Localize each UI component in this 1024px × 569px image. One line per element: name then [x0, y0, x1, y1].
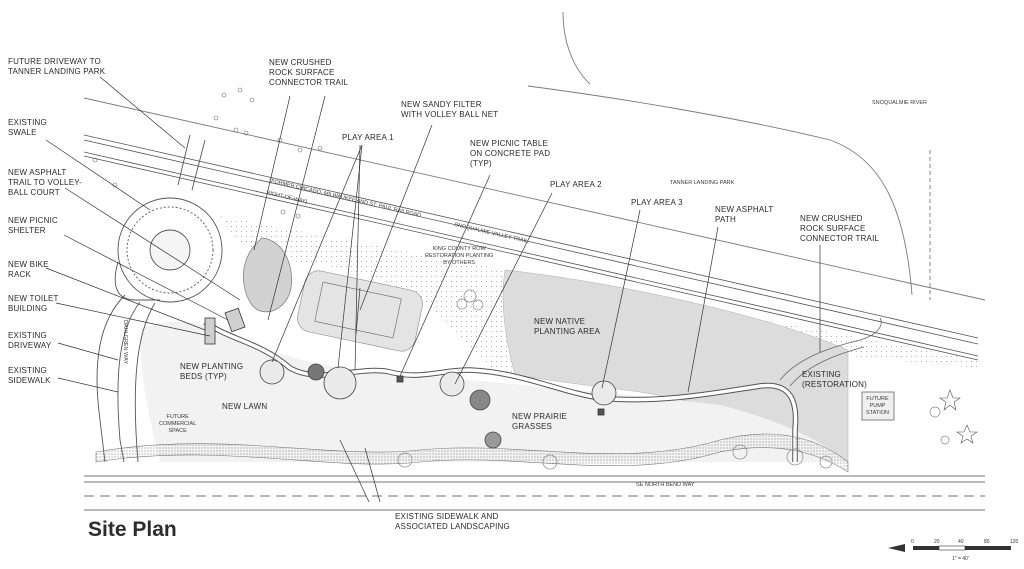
label-existing-sidewalk: EXISTING SIDEWALK — [8, 366, 51, 385]
lawn-area — [140, 321, 848, 462]
restoration-path — [779, 317, 882, 387]
label-native-planting: NEW NATIVE PLANTING AREA — [534, 317, 601, 336]
scale-tick-0: 0 — [911, 539, 914, 545]
star-markers — [939, 389, 978, 444]
text-snoqualmie-river: SNOQUALMIE RIVER — [872, 100, 928, 106]
scattered-trees — [92, 87, 323, 219]
trees — [397, 289, 950, 470]
label-new-lawn: NEW LAWN — [222, 402, 268, 411]
scale-ratio: 1" = 40' — [952, 556, 969, 562]
label-sandy-filter: NEW SANDY FILTER WITH VOLLEY BALL NET — [401, 100, 499, 119]
label-existing-driveway: EXISTING DRIVEWAY — [8, 331, 52, 350]
label-play-area-1: PLAY AREA 1 — [342, 133, 394, 142]
text-street: SE NORTH BEND WAY — [636, 482, 695, 488]
roundabout — [96, 134, 223, 463]
buildings — [204, 307, 895, 421]
text-future-commercial: FUTURE COMMERCIAL SPACE — [159, 414, 197, 434]
page-title: Site Plan — [88, 518, 177, 541]
label-prairie-grasses: NEW PRAIRIE GRASSES — [512, 412, 568, 431]
river-lines — [83, 11, 986, 301]
label-picnic-table: NEW PICNIC TABLE ON CONCRETE PAD (TYP) — [470, 139, 551, 168]
leader-lines — [45, 76, 821, 503]
label-future-driveway: FUTURE DRIVEWAY TO TANNER LANDING PARK — [8, 57, 106, 76]
label-planting-beds: NEW PLANTING BEDS (TYP) — [180, 362, 244, 381]
railroad-corridor — [83, 134, 979, 361]
scale-tick-120: 120 — [1010, 539, 1019, 545]
label-existing-sidewalk-landscaping: EXISTING SIDEWALK AND ASSOCIATED LANDSCA… — [395, 512, 510, 531]
label-existing-swale: EXISTING SWALE — [8, 118, 47, 137]
scale-tick-80: 80 — [984, 539, 990, 545]
street — [84, 475, 985, 511]
landscaping-strip — [95, 433, 849, 473]
label-crushed-rock-1: NEW CRUSHED ROCK SURFACE CONNECTOR TRAIL — [269, 58, 349, 87]
text-dahlgren: DAHLGREN WAY — [122, 320, 128, 365]
label-play-area-2: PLAY AREA 2 — [550, 180, 602, 189]
text-tanner-landing-park: TANNER LANDING PARK — [670, 180, 735, 186]
label-new-bike-rack: NEW BIKE RACK — [8, 260, 49, 279]
label-new-toilet: NEW TOILET BUILDING — [8, 294, 59, 313]
scale-tick-40: 40 — [958, 539, 964, 545]
label-existing-restoration: EXISTING (RESTORATION) — [802, 370, 867, 389]
label-new-asphalt-trail: NEW ASPHALT TRAIL TO VOLLEY- BALL COURT — [8, 168, 82, 197]
text-king-county: KING COUNTY ROW RESTORATION PLANTING BY … — [425, 246, 494, 266]
label-crushed-rock-2: NEW CRUSHED ROCK SURFACE CONNECTOR TRAIL — [800, 214, 880, 243]
scale-tick-20: 20 — [934, 539, 940, 545]
label-new-asphalt-path: NEW ASPHALT PATH — [715, 205, 774, 224]
volleyball-court — [297, 270, 423, 352]
label-play-area-3: PLAY AREA 3 — [631, 198, 683, 207]
text-future-pump: FUTURE PUMP STATION — [866, 396, 890, 416]
label-new-picnic-shelter: NEW PICNIC SHELTER — [8, 216, 58, 235]
crushed-rock-loop — [243, 237, 292, 313]
scale-bar — [888, 544, 1011, 552]
